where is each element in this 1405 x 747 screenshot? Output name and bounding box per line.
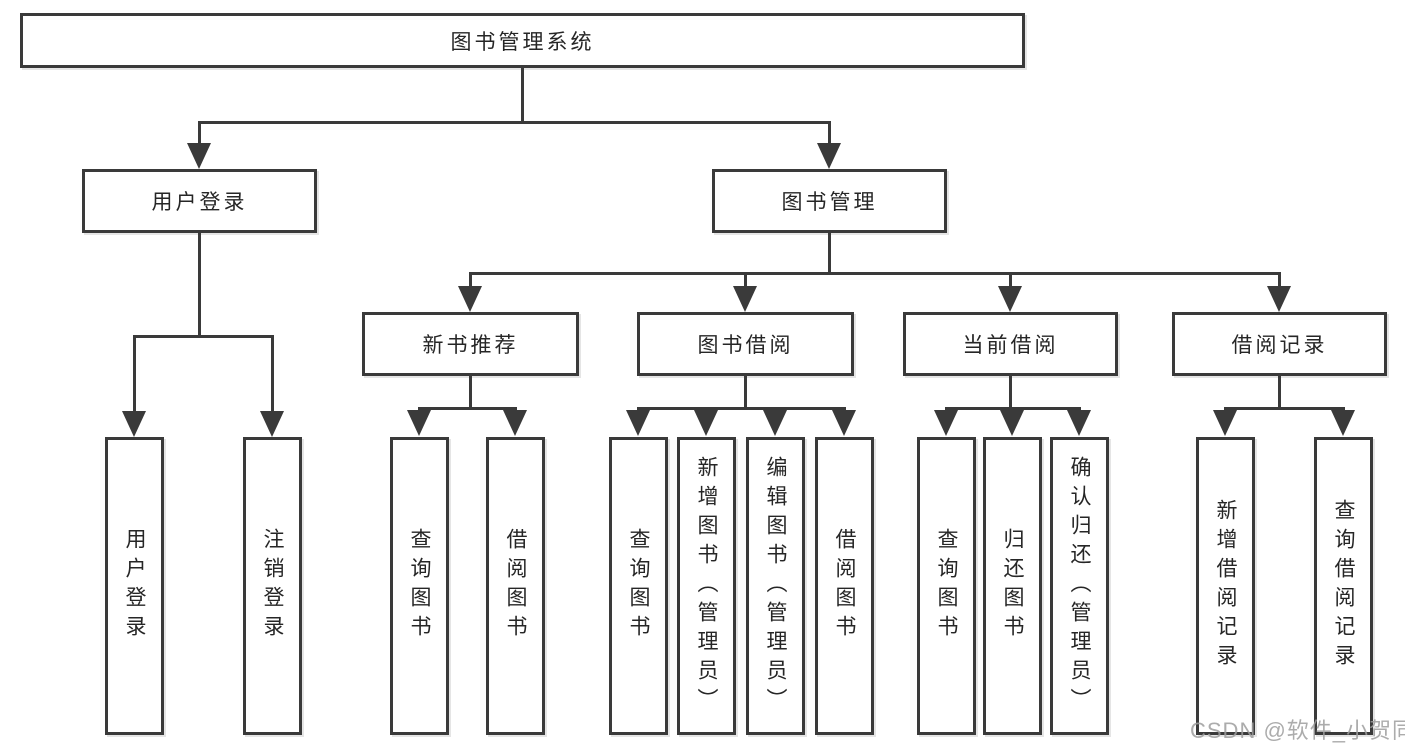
leaf-add-borrow-record: 新增借阅记录	[1196, 437, 1255, 735]
arrowhead-down-icon	[934, 410, 958, 436]
node-book-management: 图书管理	[712, 169, 947, 233]
leaf-edit-book-admin-label: 编辑图书（管理员）	[764, 455, 787, 717]
node-borrow-records: 借阅记录	[1172, 312, 1387, 376]
node-book-management-label: 图书管理	[781, 191, 878, 214]
connector-line	[271, 335, 274, 413]
csdn-watermark: CSDN @软件_小贺同学	[1190, 718, 1405, 743]
node-borrow-records-label: 借阅记录	[1231, 334, 1328, 357]
leaf-user-login: 用户登录	[105, 437, 164, 735]
leaf-return-book-label: 归还图书	[1001, 528, 1024, 644]
leaf-logout-label: 注销登录	[261, 528, 284, 644]
arrowhead-down-icon	[733, 286, 757, 312]
leaf-query-books-current: 查询图书	[917, 437, 976, 735]
arrowhead-down-icon	[187, 143, 211, 169]
leaf-borrow-books-recommend: 借阅图书	[486, 437, 545, 735]
connector-line	[1224, 407, 1345, 410]
leaf-user-login-label: 用户登录	[123, 528, 146, 644]
arrowhead-down-icon	[122, 411, 146, 437]
connector-line	[1009, 272, 1012, 288]
node-new-book-recommend-label: 新书推荐	[422, 334, 519, 357]
connector-line	[637, 407, 846, 410]
node-user-login-label: 用户登录	[151, 191, 248, 214]
connector-line	[1009, 376, 1012, 407]
node-current-borrow: 当前借阅	[903, 312, 1118, 376]
arrowhead-down-icon	[1213, 410, 1237, 436]
connector-line	[469, 272, 1281, 275]
node-root-label: 图书管理系统	[450, 30, 595, 54]
connector-line	[133, 335, 136, 413]
node-new-book-recommend: 新书推荐	[362, 312, 579, 376]
arrowhead-down-icon	[1331, 410, 1355, 436]
arrowhead-down-icon	[626, 410, 650, 436]
connector-line	[418, 407, 517, 410]
leaf-edit-book-admin: 编辑图书（管理员）	[746, 437, 805, 735]
arrowhead-down-icon	[1000, 410, 1024, 436]
connector-line	[469, 272, 472, 288]
connector-line	[198, 121, 201, 145]
leaf-query-borrow-record-label: 查询借阅记录	[1332, 499, 1355, 673]
arrowhead-down-icon	[1067, 410, 1091, 436]
leaf-query-books-recommend-label: 查询图书	[408, 528, 431, 644]
leaf-confirm-return-admin-label: 确认归还（管理员）	[1068, 455, 1091, 717]
leaf-return-book: 归还图书	[983, 437, 1042, 735]
connector-line	[744, 272, 747, 288]
arrowhead-down-icon	[407, 410, 431, 436]
connector-line	[198, 121, 831, 124]
node-user-login: 用户登录	[82, 169, 317, 233]
leaf-logout: 注销登录	[243, 437, 302, 735]
node-book-borrow: 图书借阅	[637, 312, 854, 376]
connector-line	[198, 233, 201, 335]
leaf-query-books-current-label: 查询图书	[935, 528, 958, 644]
leaf-confirm-return-admin: 确认归还（管理员）	[1050, 437, 1109, 735]
leaf-borrow-books: 借阅图书	[815, 437, 874, 735]
node-book-borrow-label: 图书借阅	[697, 334, 794, 357]
arrowhead-down-icon	[763, 410, 787, 436]
arrowhead-down-icon	[817, 143, 841, 169]
leaf-borrow-books-recommend-label: 借阅图书	[504, 528, 527, 644]
connector-line	[521, 68, 524, 121]
connector-line	[828, 121, 831, 145]
connector-line	[469, 376, 472, 407]
connector-line	[1278, 272, 1281, 288]
arrowhead-down-icon	[832, 410, 856, 436]
node-current-borrow-label: 当前借阅	[962, 334, 1059, 357]
leaf-borrow-books-label: 借阅图书	[833, 528, 856, 644]
leaf-query-borrow-record: 查询借阅记录	[1314, 437, 1373, 735]
leaf-add-borrow-record-label: 新增借阅记录	[1214, 499, 1237, 673]
arrowhead-down-icon	[998, 286, 1022, 312]
connector-line	[744, 376, 747, 407]
leaf-query-books-recommend: 查询图书	[390, 437, 449, 735]
leaf-query-books-borrow: 查询图书	[609, 437, 668, 735]
arrowhead-down-icon	[458, 286, 482, 312]
arrowhead-down-icon	[260, 411, 284, 437]
arrowhead-down-icon	[694, 410, 718, 436]
arrowhead-down-icon	[1267, 286, 1291, 312]
connector-line	[133, 335, 274, 338]
leaf-query-books-borrow-label: 查询图书	[627, 528, 650, 644]
leaf-add-book-admin: 新增图书（管理员）	[677, 437, 736, 735]
connector-line	[828, 233, 831, 272]
arrowhead-down-icon	[503, 410, 527, 436]
leaf-add-book-admin-label: 新增图书（管理员）	[695, 455, 718, 717]
connector-line	[1278, 376, 1281, 407]
connector-line	[945, 407, 1081, 410]
node-root: 图书管理系统	[20, 13, 1025, 68]
